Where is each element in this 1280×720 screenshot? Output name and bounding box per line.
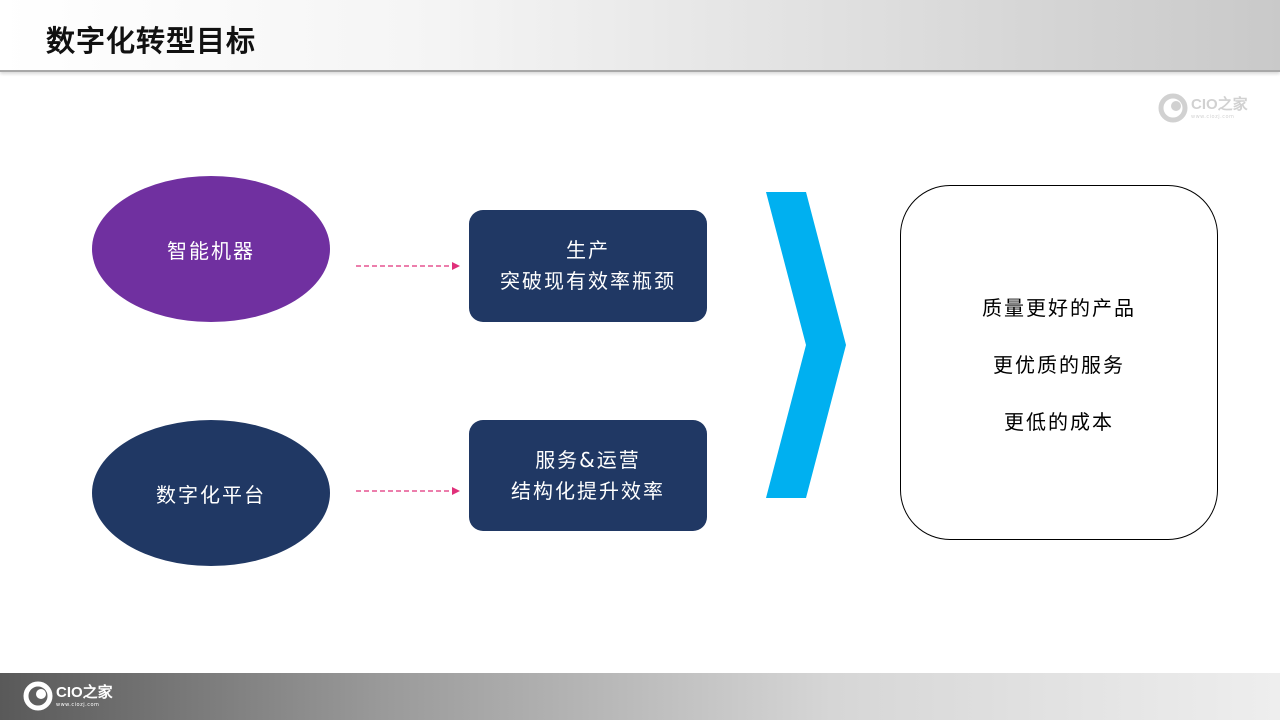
input-ellipse-intelligent-machines: 智能机器 [92,176,330,322]
cio-logo-icon [23,681,53,711]
logo-url: www.ciozj.com [56,701,100,708]
logo-name: CIO之家 [56,683,113,701]
output-line: 结构化提升效率 [511,478,665,503]
input-label: 智能机器 [167,238,255,263]
results-box: 质量更好的产品 更优质的服务 更低的成本 [900,185,1218,540]
cio-logo-footer: CIO之家 www.ciozj.com [22,680,113,712]
cio-logo-watermark: CIO之家 www.ciozj.com [1157,92,1248,124]
input-label: 数字化平台 [156,482,266,507]
output-line: 突破现有效率瓶颈 [500,269,676,293]
cio-logo-icon [1158,93,1188,123]
chevron-right-icon [766,192,846,498]
result-item: 质量更好的产品 [982,296,1136,320]
dashed-arrow-icon [356,487,460,495]
result-item: 更低的成本 [1004,410,1114,434]
output-box-production: 生产 突破现有效率瓶颈 [469,210,707,322]
logo-url: www.ciozj.com [1191,113,1235,120]
input-ellipse-digital-platform: 数字化平台 [92,420,330,566]
dashed-arrow-icon [356,262,460,270]
footer-bar [0,673,1280,720]
output-line: 服务&运营 [535,447,641,472]
output-box-service-operations: 服务&运营 结构化提升效率 [469,420,707,531]
result-item: 更优质的服务 [993,353,1125,377]
header-bar: 数字化转型目标 [0,0,1280,72]
logo-name: CIO之家 [1191,95,1248,113]
page-title: 数字化转型目标 [46,24,257,58]
output-line: 生产 [566,238,610,262]
